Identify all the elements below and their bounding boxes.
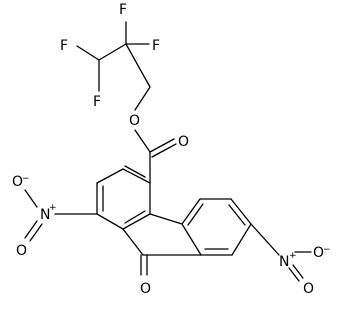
charge-minus-left: − (22, 174, 30, 184)
bond-o-carbonyl (134, 129, 151, 153)
charge-plus-left: + (49, 203, 57, 213)
atom-o-ketone: O (140, 281, 151, 297)
bond-ring-r-4 (231, 223, 252, 256)
bond-n-left-o-up (24, 189, 38, 208)
atom-f3: F (60, 38, 68, 54)
bond-five-1 (149, 213, 183, 225)
charge-minus-right: − (323, 245, 331, 255)
atom-o-right-down: O (303, 281, 314, 297)
atom-f1: F (119, 2, 127, 18)
atom-o-left-down: O (16, 243, 27, 259)
bond-ring-r-1 (181, 198, 201, 225)
bond-ring-l-4 (96, 213, 124, 230)
atom-f4: F (93, 94, 101, 110)
bond-five-2 (122, 228, 144, 256)
bond-ring-n-right (250, 223, 280, 256)
bond-ring-l-1-inner (124, 165, 146, 178)
bond-ch2-o (134, 86, 151, 111)
bond-ring-r-3 (230, 198, 252, 225)
bond-n-left-o-down (24, 220, 38, 239)
atom-n-left: N (40, 207, 50, 223)
atom-label-layer: F F F F O O O N + O − O N + O − O (12, 2, 331, 297)
bond-ring-l-1 (122, 168, 151, 184)
bond-n-left-o-down-b (29, 223, 43, 242)
charge-plus-right: + (289, 251, 297, 261)
bond-layer (24, 21, 312, 282)
bond-five-4 (181, 223, 202, 256)
bond-chf2-f3 (76, 45, 100, 61)
bond-ring-r-1-inner (187, 203, 204, 226)
bond-n-right-o-up-b (288, 267, 300, 282)
bond-ring-r-3-inner (228, 204, 246, 226)
bond-cf2-ch2 (125, 43, 151, 88)
bond-carbonyl-o-double-b (151, 143, 177, 158)
atom-o-ester: O (129, 113, 140, 129)
bond-cf2-chf2 (98, 43, 127, 61)
bond-n-right-o-up (292, 264, 304, 279)
atom-o-right-up: O (313, 245, 324, 261)
atom-f2: F (152, 38, 160, 54)
atom-o-carbonyl: O (178, 134, 189, 150)
bond-ring-l-5 (122, 213, 151, 230)
bond-ring-l-2 (96, 168, 124, 184)
atom-o-left-up: O (12, 174, 23, 190)
atom-n-right: N (279, 254, 289, 270)
bond-carbonyl-o-double-a (149, 138, 175, 153)
bond-ring-l-5-inner (124, 210, 146, 224)
